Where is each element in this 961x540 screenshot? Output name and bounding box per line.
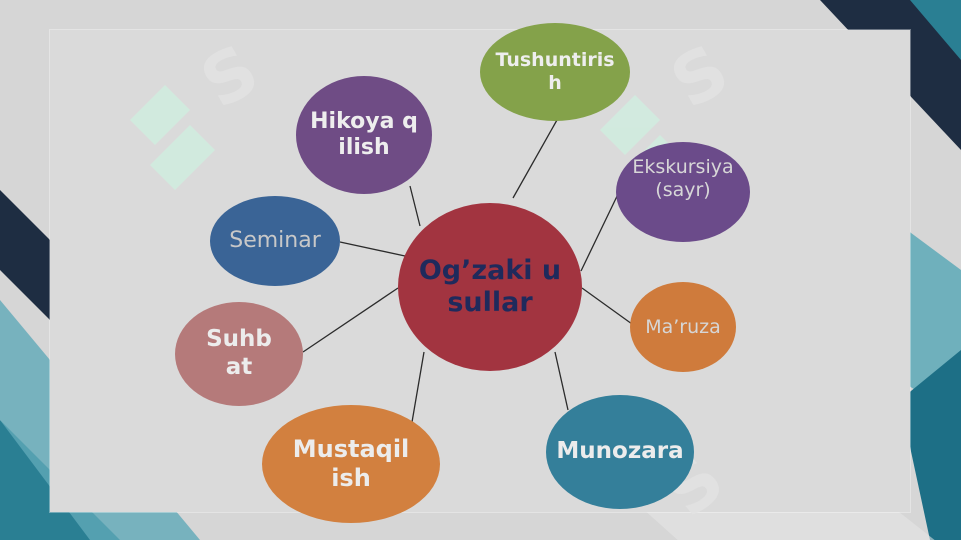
node-munozara: Munozara bbox=[546, 395, 694, 509]
line-maruza bbox=[581, 287, 633, 325]
node-label: Hikoya qilish bbox=[310, 108, 418, 160]
teal-shape-top-right bbox=[860, 0, 961, 60]
node-label: Ma’ruza bbox=[645, 315, 721, 338]
line-mustaqil bbox=[410, 351, 425, 429]
teal-shape-bottom-right bbox=[900, 350, 961, 540]
node-maruza: Ma’ruza bbox=[630, 282, 736, 372]
node-tushuntirish: Tushuntirish bbox=[480, 23, 630, 121]
node-label: Tushuntirish bbox=[495, 49, 615, 94]
navy-shape-left bbox=[0, 190, 60, 330]
line-hikoya bbox=[409, 185, 421, 227]
center-node: Og’zaki usullar bbox=[398, 203, 582, 371]
line-ekskursiya bbox=[580, 189, 621, 272]
node-mustaqil-ish: Mustaqil ish bbox=[262, 405, 440, 523]
node-label: Mustaqil ish bbox=[292, 435, 410, 492]
node-label: Munozara bbox=[556, 438, 684, 465]
line-munozara bbox=[554, 351, 569, 411]
node-hikoya-qilish: Hikoya qilish bbox=[296, 76, 432, 194]
node-ekskursiya: Ekskursiya (sayr) bbox=[616, 142, 750, 242]
line-suhbat bbox=[302, 287, 399, 353]
node-seminar: Seminar bbox=[210, 196, 340, 286]
node-label: Suhbat bbox=[206, 326, 272, 380]
line-seminar bbox=[339, 241, 406, 257]
line-tushuntirish bbox=[512, 119, 558, 199]
node-label: Ekskursiya (sayr) bbox=[632, 156, 734, 201]
node-suhbat: Suhbat bbox=[175, 302, 303, 406]
center-node-label: Og’zaki usullar bbox=[418, 254, 562, 318]
node-label: Seminar bbox=[229, 227, 321, 253]
